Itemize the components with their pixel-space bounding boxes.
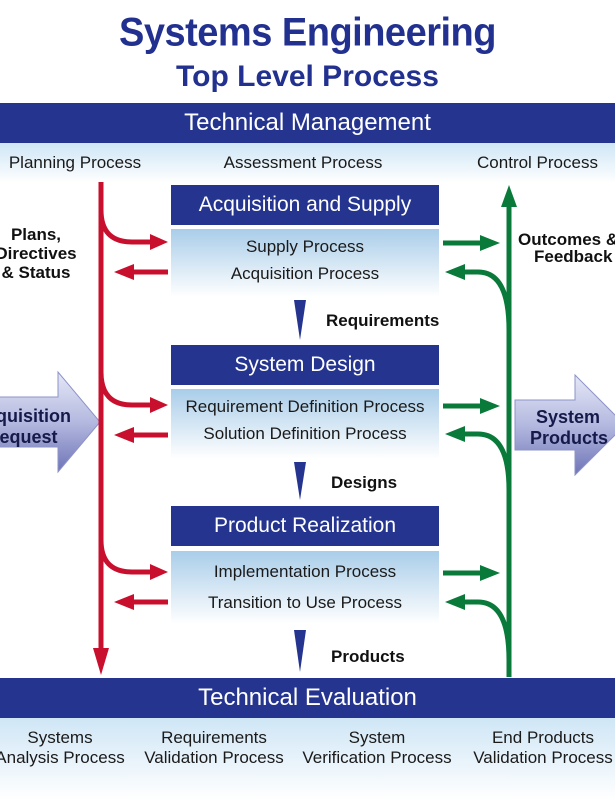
stage-body-acquisition-supply xyxy=(171,229,439,297)
end-products-validation-line-2: Validation Process xyxy=(473,748,613,767)
diagram-subtitle: Top Level Process xyxy=(176,60,439,93)
system-products-line-1: System xyxy=(536,407,601,427)
system-products-arrow xyxy=(514,373,615,477)
outcomes-feedback-label: Outcomes & Feedback xyxy=(518,231,615,265)
transition-to-use-process: Transition to Use Process xyxy=(208,593,402,612)
outcomes-line-1: Outcomes & xyxy=(518,230,615,249)
implementation-process: Implementation Process xyxy=(213,562,397,581)
end-products-validation-process: End Products Validation Process xyxy=(461,728,615,768)
diagram-title: Systems Engineering xyxy=(119,10,496,56)
stage-body-product-realization xyxy=(171,551,439,624)
control-process: Control Process xyxy=(477,153,598,172)
technical-management-processes: Planning Process Assessment Process Cont… xyxy=(0,143,615,183)
requirements-validation-line-2: Validation Process xyxy=(144,748,284,767)
supply-process: Supply Process xyxy=(245,237,365,256)
red-directive-arrows xyxy=(98,182,168,660)
systems-analysis-line-2: Analysis Process xyxy=(0,748,125,767)
stage-header-product-realization: Product Realization xyxy=(171,506,439,546)
technical-evaluation-processes: Systems Analysis Process Requirements Va… xyxy=(0,718,615,800)
technical-evaluation-band: Technical Evaluation xyxy=(0,678,615,718)
solution-definition-process: Solution Definition Process xyxy=(203,424,407,443)
requirements-output-label: Requirements xyxy=(326,311,440,330)
plans-line-1: Plans, xyxy=(10,225,62,244)
system-products-line-2: Products xyxy=(530,428,609,448)
technical-management-band: Technical Management xyxy=(0,103,615,143)
designs-output-label: Designs xyxy=(331,473,398,492)
acquisition-request-label: Acquisition Request xyxy=(0,406,84,448)
system-verification-process: System Verification Process xyxy=(293,728,461,768)
system-verification-line-2: Verification Process xyxy=(302,748,452,767)
green-feedback-arrows xyxy=(443,205,512,677)
products-output-label: Products xyxy=(331,647,405,666)
outcomes-line-2: Feedback xyxy=(534,247,613,266)
requirements-validation-line-1: Requirements xyxy=(161,728,267,747)
stage-body-system-design xyxy=(171,389,439,459)
plans-line-3: & Status xyxy=(1,263,71,282)
end-products-validation-line-1: End Products xyxy=(491,728,595,747)
systems-analysis-line-1: Systems xyxy=(27,728,93,747)
plans-directives-status-label: Plans, Directives & Status xyxy=(0,225,86,282)
plans-line-2: Directives xyxy=(0,244,77,263)
stage-header-acquisition-supply: Acquisition and Supply xyxy=(171,185,439,225)
system-verification-line-1: System xyxy=(348,728,406,747)
requirement-definition-process: Requirement Definition Process xyxy=(185,397,425,416)
systems-analysis-process: Systems Analysis Process xyxy=(0,728,140,768)
acquisition-request-line-1: Acquisition xyxy=(0,406,71,426)
green-arrowheads xyxy=(445,185,517,610)
acquisition-process: Acquisition Process xyxy=(230,264,380,283)
red-arrowheads xyxy=(93,234,168,675)
requirements-validation-process: Requirements Validation Process xyxy=(134,728,294,768)
system-products-label: System Products xyxy=(522,407,615,449)
stage-flow-triangles xyxy=(294,300,306,672)
acquisition-request-arrow xyxy=(0,370,101,474)
assessment-process: Assessment Process xyxy=(223,153,383,172)
planning-process: Planning Process xyxy=(8,153,142,172)
stage-header-system-design: System Design xyxy=(171,345,439,385)
acquisition-request-line-2: Request xyxy=(0,427,58,447)
